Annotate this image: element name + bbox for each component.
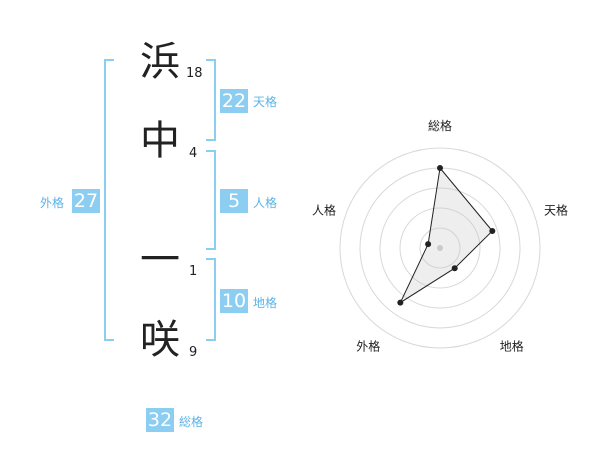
- radar-point-1: [437, 165, 443, 171]
- tenkaku-bracket: [206, 59, 216, 141]
- radar-axis-label-2: 天格: [544, 202, 568, 217]
- radar-axis-label-1: 総格: [428, 118, 452, 133]
- gaikaku-label: 外格: [40, 196, 65, 210]
- jinkaku-label: 人格: [253, 196, 278, 210]
- name-char-3: 一: [140, 237, 180, 283]
- radar-axis-label-4: 外格: [356, 339, 380, 354]
- radar-center-dot: [437, 245, 443, 251]
- soukaku-label: 総格: [179, 415, 204, 429]
- radar-series-area: [399, 166, 493, 304]
- gaikaku-value: 27: [72, 189, 100, 213]
- stroke-count-4: 9: [189, 345, 198, 360]
- stroke-count-3: 1: [189, 264, 198, 279]
- tenkaku-value: 22: [220, 89, 248, 113]
- jinkaku-value: 5: [220, 189, 248, 213]
- radar-point-4: [397, 299, 404, 306]
- radar-point-2: [489, 228, 496, 235]
- radar-ring: [419, 227, 461, 269]
- radar-ring: [399, 207, 481, 289]
- radar-axis-label-5: 人格: [312, 202, 336, 217]
- radar-point-5: [425, 241, 432, 248]
- chikaku-bracket: [206, 258, 216, 341]
- soukaku-value: 32: [146, 408, 174, 432]
- chikaku-label: 地格: [253, 296, 278, 310]
- radar-ring: [339, 147, 541, 349]
- tenkaku-label: 天格: [253, 95, 278, 109]
- name-char-4: 咲: [140, 317, 180, 363]
- radar-ring: [379, 187, 501, 309]
- stroke-count-1: 18: [186, 66, 203, 81]
- name-char-1: 浜: [140, 39, 180, 85]
- stroke-count-2: 4: [189, 146, 198, 161]
- chikaku-value: 10: [220, 289, 248, 313]
- name-char-2: 中: [140, 118, 180, 164]
- jinkaku-bracket: [206, 150, 216, 250]
- gaikaku-bracket: [104, 59, 114, 341]
- radar-point-3: [451, 265, 458, 272]
- radar-axis-label-3: 地格: [500, 339, 524, 354]
